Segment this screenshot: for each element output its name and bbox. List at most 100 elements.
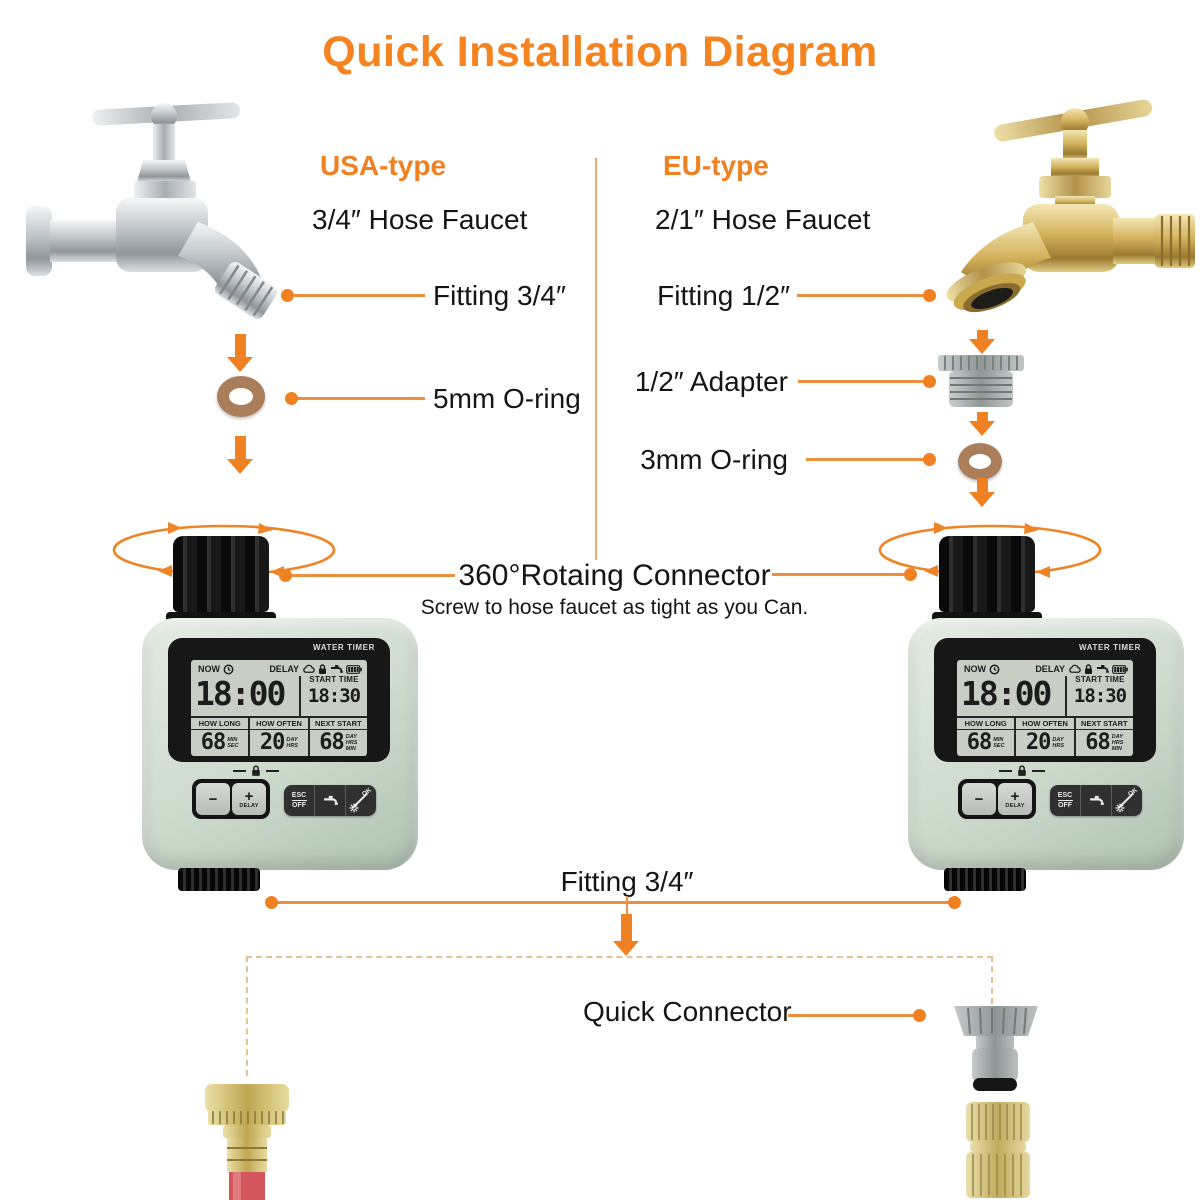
cell-value: 68 xyxy=(200,730,226,755)
eu-hose-fitting-image xyxy=(956,1100,1040,1200)
rotating-knob xyxy=(932,536,1042,632)
quick-connector-leader-line xyxy=(788,1009,926,1022)
battery-icon xyxy=(1112,664,1128,674)
adapter-icon xyxy=(938,355,1024,407)
delay-label: DELAY xyxy=(1035,664,1065,674)
lcd-vertical-separator xyxy=(1065,676,1067,716)
connector-leader-right xyxy=(772,568,917,581)
brand-label: WATER TIMER xyxy=(1078,643,1141,652)
eu-faucet-image xyxy=(905,86,1197,338)
ok-settings-button[interactable]: OK xyxy=(345,785,376,816)
lcd-status-row: NOW DELAY xyxy=(198,663,362,675)
status-icons-group: DELAY xyxy=(1035,663,1128,675)
current-time: 18:00 xyxy=(195,674,286,713)
cell-label: NEXT START xyxy=(1075,718,1133,730)
eu-adapter-label: 1/2″ Adapter xyxy=(634,366,788,397)
rotating-connector-callout: 360°Rotaing Connector Screw to hose fauc… xyxy=(382,559,847,620)
current-time: 18:00 xyxy=(961,674,1052,713)
start-time-value: 18:30 xyxy=(307,685,361,707)
minus-button[interactable]: − xyxy=(962,783,996,815)
timer-bezel: WATER TIMER NOW DELAY xyxy=(168,638,390,762)
down-arrow-icon xyxy=(969,412,995,436)
hose-dashed-line xyxy=(246,956,993,958)
usa-faucet-image xyxy=(12,86,297,336)
lock-icon xyxy=(319,663,326,674)
rotating-connector-label: 360°Rotaing Connector xyxy=(458,559,771,592)
start-time-value: 18:30 xyxy=(1073,685,1127,707)
timer-bezel: WATER TIMER NOW DELAY xyxy=(934,638,1156,762)
cell-label: HOW LONG xyxy=(957,718,1015,730)
lock-indicator xyxy=(974,765,1070,777)
water-timer-usa: WATER TIMER NOW DELAY xyxy=(112,518,420,892)
quick-connector-label: Quick Connector xyxy=(583,996,792,1027)
cell-label: NEXT START xyxy=(309,718,367,730)
usa-oring-label: 5mm O-ring xyxy=(433,383,581,414)
status-icons-group: DELAY xyxy=(269,663,362,675)
now-group: NOW xyxy=(964,664,1000,675)
brass-faucet-icon xyxy=(946,99,1195,313)
eu-oring-label: 3mm O-ring xyxy=(640,444,788,475)
eu-type-heading: EU-type xyxy=(663,150,769,181)
gear-icon xyxy=(1115,803,1125,813)
manual-watering-button[interactable] xyxy=(314,785,345,816)
usa-type-heading: USA-type xyxy=(320,150,447,181)
lock-icon xyxy=(252,765,260,776)
brass-quick-fitting-icon xyxy=(966,1102,1030,1198)
timer-outlet-thread xyxy=(944,868,1026,891)
plus-delay-button[interactable]: +DELAY xyxy=(232,783,266,815)
lock-icon xyxy=(1085,663,1092,674)
outlet-fitting-label: Fitting 3/4″ xyxy=(560,866,694,897)
eu-faucet-label: 2/1″ Hose Faucet xyxy=(655,204,871,235)
eu-oring-leader-line xyxy=(806,453,936,466)
eu-fitting-label: Fitting 1/2″ xyxy=(657,280,790,311)
quick-connector-icon xyxy=(954,1006,1038,1091)
down-arrow-icon xyxy=(227,436,253,474)
rotating-knob xyxy=(166,536,276,632)
start-time-block: START TIME 18:30 xyxy=(1068,675,1132,707)
plus-delay-button[interactable]: +DELAY xyxy=(998,783,1032,815)
clock-icon xyxy=(989,664,1000,674)
column-divider xyxy=(595,158,597,560)
tap-icon xyxy=(323,795,338,805)
outlet-fitting-span-line xyxy=(265,896,961,909)
tap-icon xyxy=(1089,795,1104,805)
manual-watering-button[interactable] xyxy=(1080,785,1111,816)
now-label: NOW xyxy=(198,664,220,674)
usa-oring-image xyxy=(217,376,265,417)
rain-delay-icon xyxy=(1069,664,1081,673)
lcd-display: NOW DELAY 18:00 S xyxy=(957,660,1133,756)
cell-value: 20 xyxy=(1025,730,1051,755)
now-label: NOW xyxy=(964,664,986,674)
timer-body: WATER TIMER NOW DELAY xyxy=(142,618,418,870)
hose-dashed-line-right xyxy=(991,956,993,1004)
clock-icon xyxy=(223,664,234,674)
tap-icon xyxy=(331,665,343,673)
cell-label: HOW OFTEN xyxy=(250,718,308,730)
usa-fitting-label: Fitting 3/4″ xyxy=(433,280,566,311)
delay-label: DELAY xyxy=(269,664,299,674)
usa-hose-fitting-image xyxy=(195,1078,300,1200)
start-time-label: START TIME xyxy=(309,675,359,684)
brass-hose-fitting-icon xyxy=(205,1084,289,1200)
eu-adapter-leader-line xyxy=(798,375,936,388)
rain-delay-icon xyxy=(303,664,315,673)
ok-settings-button[interactable]: OK xyxy=(1111,785,1142,816)
adjust-button-cluster: − +DELAY xyxy=(192,779,270,819)
minus-button[interactable]: − xyxy=(196,783,230,815)
lock-indicator xyxy=(208,765,304,777)
usa-fitting-leader-line xyxy=(281,289,425,302)
eu-adapter-image xyxy=(935,353,1027,411)
